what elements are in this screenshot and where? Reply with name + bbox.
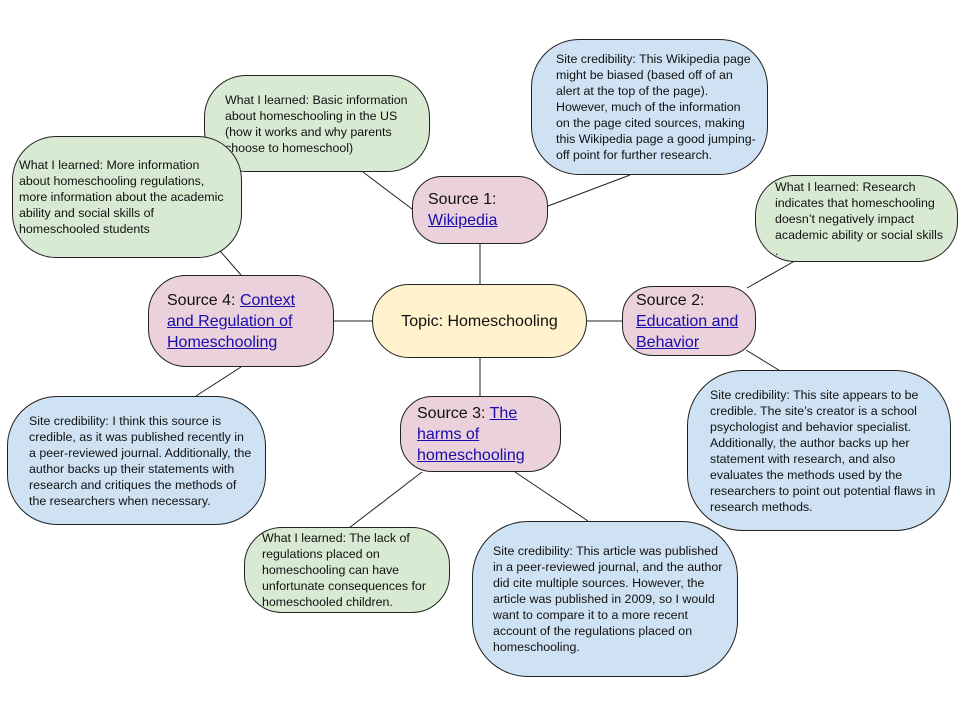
connector-source3-credibility bbox=[514, 471, 589, 522]
source3-credibility-text: Site credibility: This article was publi… bbox=[493, 544, 723, 654]
source2-learned-text: What I learned: Research indicates that … bbox=[775, 179, 944, 258]
topic-label: Topic: Homeschooling bbox=[401, 312, 558, 330]
source2-credibility-note: Site credibility: This site appears to b… bbox=[687, 370, 951, 531]
connector-source1-learned bbox=[362, 171, 413, 210]
source1-prefix: Source 1: bbox=[428, 191, 497, 208]
source4-learned-note: What I learned: More information about h… bbox=[12, 136, 242, 258]
source2-learned-note: What I learned: Research indicates that … bbox=[755, 175, 958, 262]
connector-source2-learned bbox=[746, 257, 801, 289]
source3-credibility-note: Site credibility: This article was publi… bbox=[472, 521, 738, 677]
source3-node: Source 3: The harms of homeschooling bbox=[400, 396, 561, 472]
source2-credibility-text: Site credibility: This site appears to b… bbox=[710, 387, 936, 514]
source2-link[interactable]: Education and Behavior bbox=[636, 312, 739, 351]
topic-node: Topic: Homeschooling bbox=[372, 284, 587, 358]
source1-learned-note: What I learned: Basic information about … bbox=[204, 75, 430, 172]
source3-learned-note: What I learned: The lack of regulations … bbox=[244, 527, 450, 613]
source1-credibility-text: Site credibility: This Wikipedia page mi… bbox=[556, 52, 756, 162]
source1-link[interactable]: Wikipedia bbox=[428, 212, 498, 229]
connector-source4-credibility bbox=[195, 366, 242, 397]
source4-node: Source 4: Context and Regulation of Home… bbox=[148, 275, 334, 367]
source2-node: Source 2: Education and Behavior bbox=[622, 286, 756, 356]
source3-link[interactable]: The harms of homeschooling bbox=[417, 404, 525, 464]
source2-prefix: Source 2: bbox=[636, 291, 705, 309]
source4-link[interactable]: Context and Regulation of Homeschooling bbox=[167, 291, 296, 351]
source4-prefix: Source 4: bbox=[167, 291, 236, 309]
source1-learned-text: What I learned: Basic information about … bbox=[225, 92, 408, 155]
connector-source2-credibility bbox=[745, 349, 783, 373]
source3-learned-text: What I learned: The lack of regulations … bbox=[262, 531, 426, 609]
source1-node: Source 1: Wikipedia bbox=[412, 176, 548, 244]
connector-source1-credibility bbox=[547, 174, 631, 207]
source3-prefix: Source 3: bbox=[417, 404, 486, 422]
source1-credibility-note: Site credibility: This Wikipedia page mi… bbox=[531, 39, 768, 175]
source4-learned-text: What I learned: More information about h… bbox=[19, 158, 224, 236]
connector-source3-learned bbox=[348, 471, 423, 529]
source4-credibility-text: Site credibility: I think this source is… bbox=[29, 413, 252, 508]
source4-credibility-note: Site credibility: I think this source is… bbox=[7, 396, 266, 525]
